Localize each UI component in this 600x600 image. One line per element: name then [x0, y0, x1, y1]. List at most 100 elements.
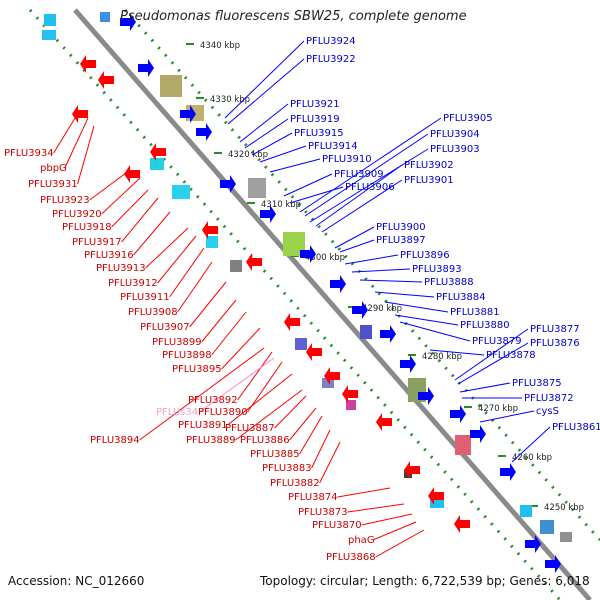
- forward-gene-label: PFLU3902: [404, 160, 454, 171]
- label-leader: [64, 117, 89, 169]
- label-leader: [145, 227, 189, 269]
- forward-gene-label: PFLU3909: [334, 169, 384, 180]
- tick-label: 4330 kbp: [210, 95, 250, 105]
- reverse-gene-label: PFLU3885: [250, 449, 300, 460]
- scale-dots: [28, 8, 600, 600]
- forward-gene-label: PFLU3876: [530, 338, 580, 349]
- forward-gene-arrow: [120, 13, 136, 31]
- forward-gene-label: PFLU3919: [290, 114, 340, 125]
- label-leaders: [53, 40, 551, 558]
- gene-feature-block: [206, 236, 218, 248]
- label-leader: [384, 301, 449, 313]
- forward-gene-label: PFLU3924: [306, 36, 356, 47]
- label-leader: [77, 125, 95, 185]
- forward-gene-label: cysS: [536, 406, 559, 417]
- label-leader: [299, 117, 442, 213]
- reverse-gene-label: PFLU3895: [172, 364, 222, 375]
- dot-rail-0: [28, 8, 562, 600]
- reverse-gene-label: PFLU3913: [96, 263, 146, 274]
- label-leader: [121, 197, 159, 243]
- forward-gene-arrow: [260, 205, 276, 223]
- reverse-gene-arrow: [306, 343, 322, 361]
- label-leader: [319, 441, 341, 484]
- reverse-gene-label: PFLU3907: [140, 322, 190, 333]
- gene-feature-block: [540, 520, 554, 534]
- label-leader: [321, 179, 403, 233]
- tick-label: 4340 kbp: [200, 41, 240, 51]
- reverse-gene-label: PFLU3912: [108, 278, 158, 289]
- forward-gene-arrow: [180, 105, 196, 123]
- reverse-gene-arrow: [202, 221, 218, 239]
- forward-gene-label: PFLU3878: [486, 350, 536, 361]
- forward-gene-label: PFLU3921: [290, 99, 340, 110]
- label-leader: [189, 281, 227, 328]
- reverse-gene-arrow: [376, 413, 392, 431]
- label-leader: [157, 235, 197, 284]
- label-leader: [311, 429, 331, 469]
- label-leader: [375, 529, 425, 558]
- forward-gene-label: PFLU3879: [472, 336, 522, 347]
- forward-gene-label: PFLU3884: [436, 292, 486, 303]
- reverse-gene-label: PFLU3916: [84, 250, 134, 261]
- label-leader: [224, 40, 305, 119]
- reverse-gene-arrow: [246, 253, 262, 271]
- label-leader: [251, 132, 293, 156]
- reverse-gene-label: PFLU3911: [120, 292, 170, 303]
- forward-gene-label: PFLU3896: [400, 250, 450, 261]
- forward-gene-label: PFLU3903: [430, 144, 480, 155]
- label-leader: [133, 211, 171, 256]
- forward-gene-arrow: [352, 301, 368, 319]
- forward-gene-label: PFLU3914: [308, 141, 358, 152]
- label-leader: [239, 103, 289, 143]
- label-leader: [111, 189, 149, 228]
- label-leader: [374, 291, 435, 298]
- label-leader: [169, 247, 205, 298]
- forward-gene-label: PFLU3901: [404, 175, 454, 186]
- label-leader: [459, 382, 511, 393]
- gene-feature-block: [44, 14, 56, 26]
- reverse-gene-label: PFLU3898: [162, 350, 212, 361]
- gene-feature-block: [150, 158, 164, 170]
- forward-gene-label: PFLU3910: [322, 154, 372, 165]
- label-leader: [101, 177, 141, 215]
- forward-gene-label: PFLU3881: [450, 307, 500, 318]
- reverse-gene-label: PFLU3923: [40, 195, 90, 206]
- reverse-gene-label: PFLU3887: [225, 423, 275, 434]
- accession-text: Accession: NC_012660: [8, 574, 145, 588]
- forward-gene-arrow: [450, 405, 466, 423]
- forward-gene-arrow: [500, 463, 516, 481]
- tick-label: 4260 kbp: [512, 453, 552, 463]
- tick-label: 4270 kbp: [478, 404, 518, 414]
- gene-feature-block: [160, 75, 182, 97]
- label-leader: [399, 321, 471, 342]
- reverse-gene-label: phaG: [348, 535, 375, 546]
- reverse-gene-arrow: [342, 385, 358, 403]
- reverse-gene-label: PFLU3920: [52, 209, 102, 220]
- label-leader: [429, 349, 485, 356]
- label-leader: [479, 410, 535, 423]
- forward-gene-arrow: [380, 325, 396, 343]
- label-leader: [394, 314, 459, 326]
- label-leader: [259, 145, 307, 163]
- label-leader: [289, 407, 317, 441]
- reverse-gene-label: PFLU3892: [188, 395, 238, 406]
- gene-feature-block: [322, 378, 334, 388]
- gene-feature-block: [520, 505, 532, 517]
- forward-gene-label: PFLU3893: [412, 264, 462, 275]
- reverse-gene-label: PFLU3899: [152, 337, 202, 348]
- reverse-gene-arrow: [428, 487, 444, 505]
- label-leader: [344, 254, 399, 265]
- label-leader: [454, 328, 529, 381]
- gene-feature-block: [172, 185, 190, 199]
- gene-feature-block: [248, 178, 266, 198]
- label-leader: [139, 347, 265, 441]
- gene-feature-block: [455, 435, 471, 455]
- label-leader: [511, 426, 551, 463]
- label-leader: [361, 513, 413, 526]
- gene-feature-block: [42, 30, 56, 40]
- label-leader: [199, 357, 275, 413]
- forward-gene-arrow: [138, 59, 154, 77]
- reverse-gene-label: pbpG: [40, 163, 67, 174]
